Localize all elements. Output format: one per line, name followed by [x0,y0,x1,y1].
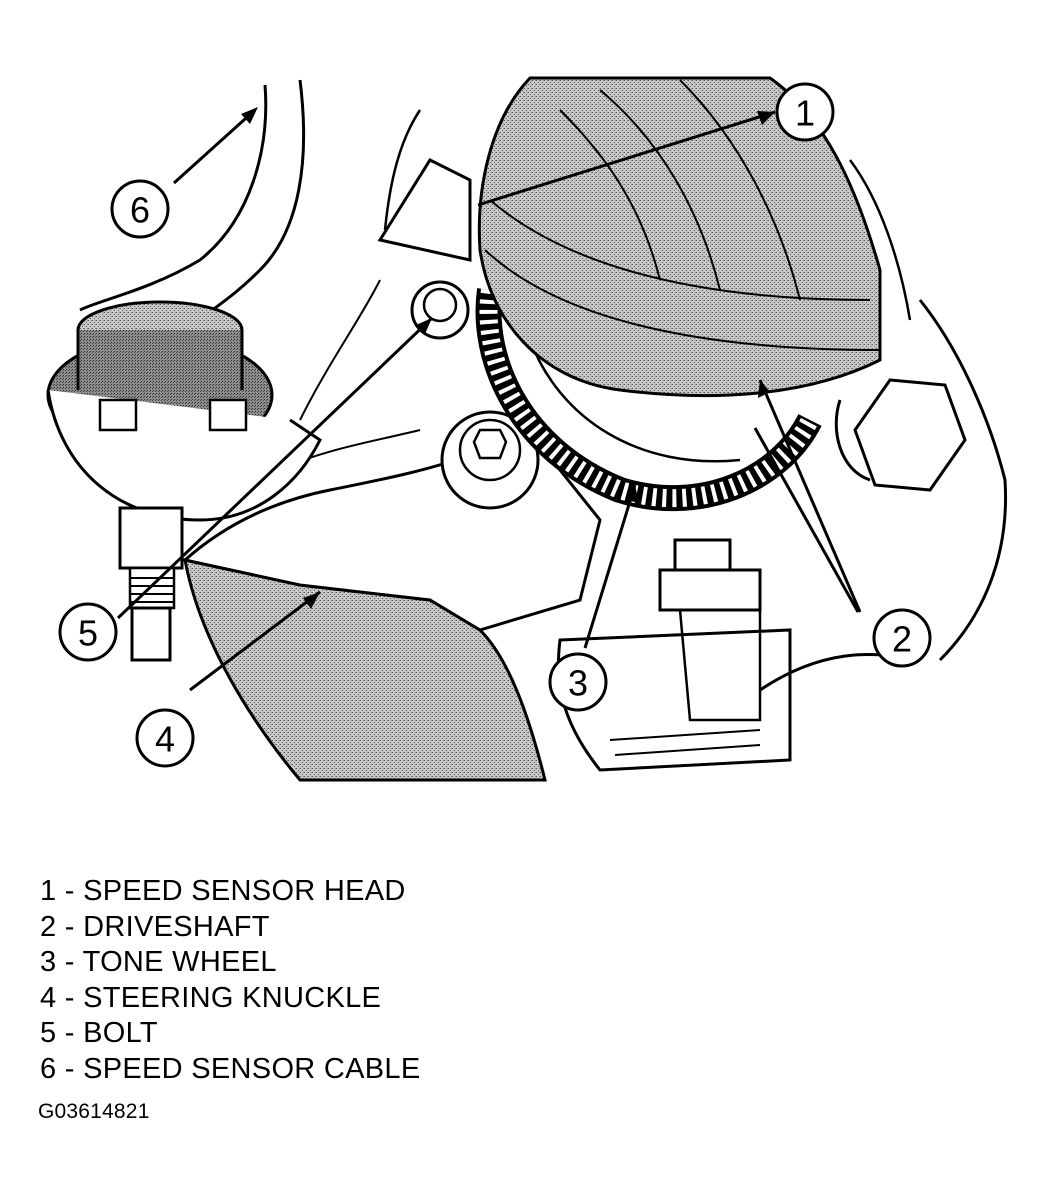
torx-bolt-shape [440,410,540,510]
callout-4: 4 [135,708,195,768]
legend-item-speed-sensor-cable: 6 - SPEED SENSOR CABLE [40,1052,421,1085]
callout-3-label: 3 [568,663,588,704]
callout-6: 6 [110,179,170,239]
ball-joint-shape [46,300,322,522]
callout-5: 5 [58,602,118,662]
callout-2: 2 [872,608,932,668]
callout-1-label: 1 [795,93,815,134]
callout-3: 3 [548,652,608,712]
legend-item-driveshaft: 2 - DRIVESHAFT [40,910,270,943]
legend-list: 1 - SPEED SENSOR HEAD 2 - DRIVESHAFT 3 -… [40,874,421,1087]
bolt-shape [118,506,184,662]
leader-lines [116,108,862,692]
speed-sensor-cable-shape [79,79,472,322]
callout-1: 1 [775,82,835,142]
driveshaft-shape [477,76,912,398]
arrowheads [241,107,775,609]
callout-4-label: 4 [155,719,175,760]
callout-6-label: 6 [130,190,150,231]
speed-sensor-illustration: 1 2 3 4 5 6 [46,76,1008,782]
legend-item-tone-wheel: 3 - TONE WHEEL [40,946,277,978]
legend-item-bolt: 5 - BOLT [40,1017,158,1049]
legend-item-speed-sensor-head: 1 - SPEED SENSOR HEAD [40,875,406,907]
callout-5-label: 5 [78,613,98,654]
tie-rod-end-shape [556,538,921,772]
tone-wheel-shape [475,288,822,512]
figure-id: G03614821 [38,1100,150,1123]
callout-2-label: 2 [892,619,912,660]
hex-nut-shape [834,299,1008,662]
legend-item-steering-knuckle: 4 - STEERING KNUCKLE [40,981,382,1014]
